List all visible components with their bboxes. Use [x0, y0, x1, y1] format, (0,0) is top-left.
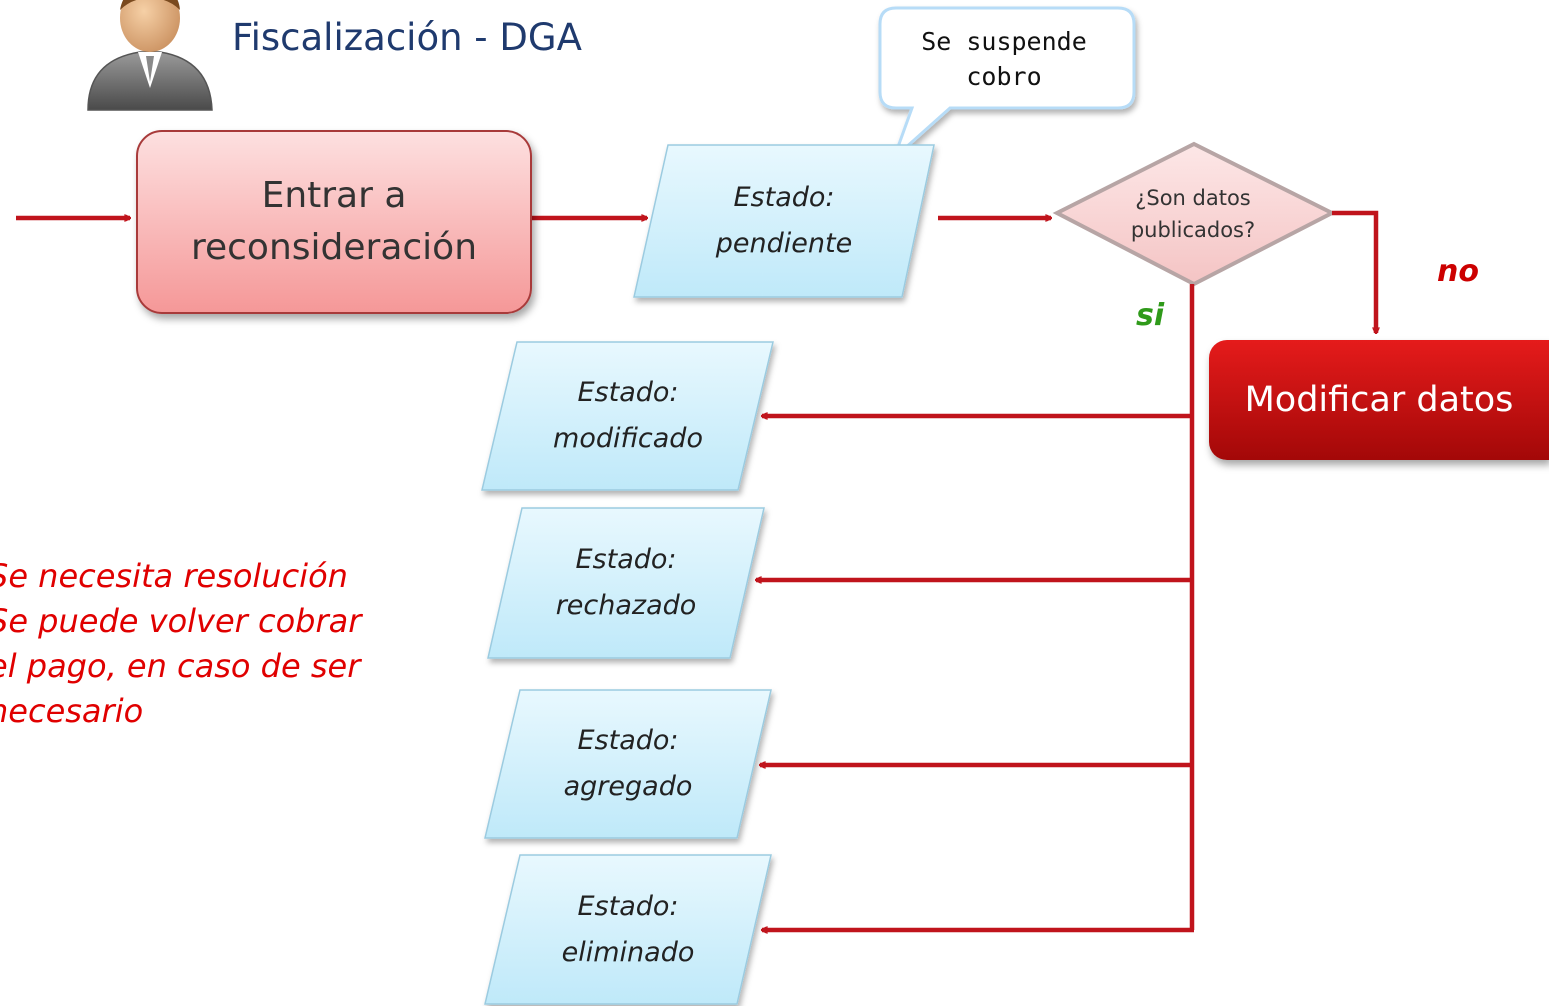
- state-value: pendiente: [715, 228, 853, 259]
- arrow-no-branch: [1332, 210, 1376, 333]
- callout-line: cobro: [966, 62, 1042, 91]
- entrar-line: reconsideración: [190, 227, 478, 268]
- state-label: Estado:: [575, 544, 677, 575]
- note-line: Se necesita resolución: [0, 557, 348, 595]
- person-icon: [87, 0, 213, 111]
- entrar-reconsideracion-box: Entrar a reconsideración: [136, 130, 532, 314]
- state-modificado-shape: [481, 341, 774, 491]
- page-title: Fiscalización - DGA: [232, 16, 582, 59]
- state-eliminado: Estado: eliminado: [502, 859, 754, 1000]
- state-rechazado-shape: [487, 507, 765, 659]
- state-label: Estado:: [577, 377, 679, 408]
- state-value: agregado: [563, 771, 693, 802]
- state-value: eliminado: [561, 936, 695, 968]
- branch-label-no: no: [1437, 254, 1479, 289]
- note-line: Se puede volver cobrar: [0, 602, 362, 640]
- modificar-datos-box: Modificar datos: [1209, 340, 1549, 460]
- note-line: el pago, en caso de ser: [0, 647, 361, 685]
- resolution-note: Se necesita resolución Se puede volver c…: [0, 554, 458, 734]
- state-rechazado: Estado: rechazado: [505, 512, 747, 654]
- state-value: modificado: [553, 423, 703, 454]
- state-eliminado-shape: [484, 854, 772, 1005]
- state-label: Estado:: [577, 890, 679, 922]
- state-agregado: Estado: agregado: [502, 694, 754, 834]
- decision-text: ¿Son datos publicados?: [1088, 170, 1298, 258]
- state-label: Estado:: [577, 725, 679, 756]
- note-line: necesario: [0, 692, 144, 730]
- callout-line: Se suspende: [921, 27, 1087, 56]
- state-pendiente-shape: [633, 144, 935, 298]
- decision-line: ¿Son datos: [1135, 186, 1251, 210]
- state-pendiente: Estado: pendiente: [650, 150, 918, 292]
- state-agregado-shape: [484, 689, 772, 839]
- decision-line: publicados?: [1130, 218, 1256, 242]
- connectors: [16, 210, 1376, 930]
- callout-bubble: [878, 6, 1136, 160]
- callout-text: Se suspende cobro: [880, 24, 1128, 94]
- state-modificado: Estado: modificado: [500, 346, 756, 486]
- branch-label-si: si: [1136, 298, 1165, 333]
- state-value: rechazado: [555, 590, 697, 621]
- entrar-line: Entrar a: [261, 175, 407, 216]
- state-label: Estado:: [733, 182, 835, 213]
